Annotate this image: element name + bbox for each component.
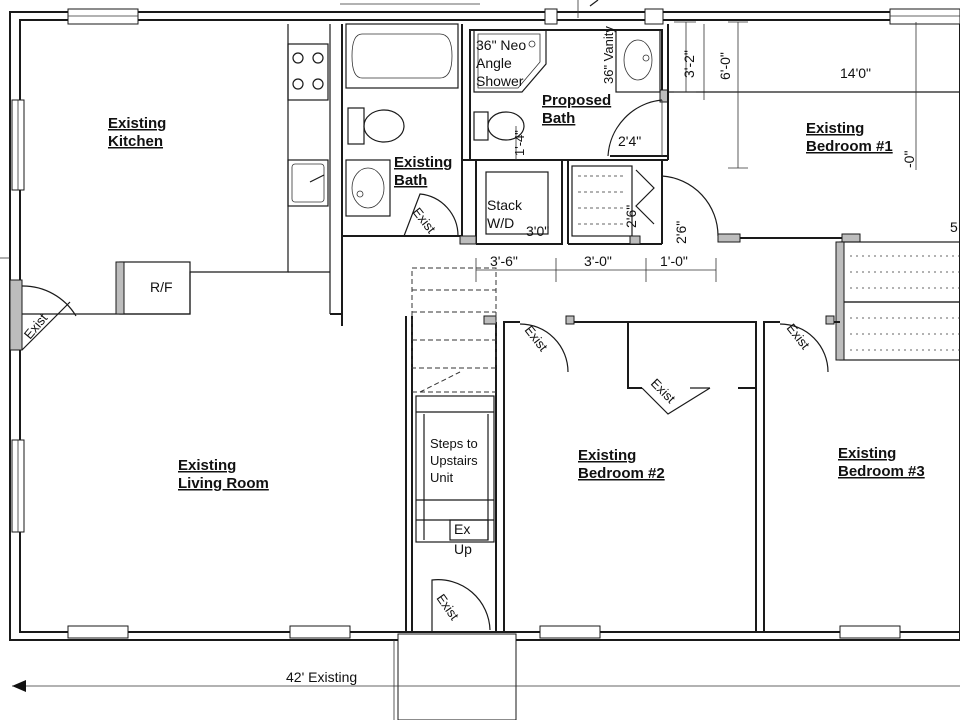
bottom-openings bbox=[67, 625, 901, 720]
existing-bath-label-line1: Existing bbox=[394, 154, 452, 171]
proposed-bath-label-line2: Bath bbox=[542, 110, 575, 127]
bedroom1-label-line1: Existing bbox=[806, 120, 864, 137]
bedroom3-label-line1: Existing bbox=[838, 445, 896, 462]
vanity-icon bbox=[615, 29, 661, 93]
dimension-lines bbox=[12, 21, 960, 720]
top-windows bbox=[67, 0, 960, 25]
kitchen-label-line1: Existing bbox=[108, 115, 166, 132]
kitchen-area bbox=[20, 24, 343, 326]
steps-label-line3: Unit bbox=[430, 470, 454, 485]
kitchen-sink-icon bbox=[287, 159, 329, 207]
dim-hall-b: 3'-0" bbox=[584, 253, 612, 269]
closet-rods bbox=[850, 255, 960, 351]
steps-label-line2: Upstairs bbox=[430, 453, 478, 468]
dim-right-tick: 5 bbox=[950, 219, 958, 235]
shower-label-line2: Angle bbox=[476, 55, 512, 71]
dim-bedroom1-width: 14'0" bbox=[840, 65, 871, 81]
dim-bath-door: 2'4" bbox=[618, 133, 641, 149]
vanity-label: 36" Vanity bbox=[601, 26, 616, 84]
kitchen-label-line2: Kitchen bbox=[108, 133, 163, 150]
existing-bath-label-line2: Bath bbox=[394, 172, 427, 189]
dim-closet-depth: 2'6" bbox=[623, 205, 639, 228]
living-room-label-line2: Living Room bbox=[178, 475, 269, 492]
shower-label-line1: 36" Neo bbox=[476, 37, 526, 53]
fridge-label: R/F bbox=[150, 279, 173, 295]
dim-bath-depth-b: 6'-0" bbox=[717, 52, 733, 80]
stair-marker-up: Up bbox=[454, 541, 472, 557]
dim-hall-c: 1'-0" bbox=[660, 253, 688, 269]
bedroom1-walls bbox=[667, 24, 960, 160]
bedroom3-label-line2: Bedroom #3 bbox=[838, 463, 925, 480]
dim-hall-a: 3'-6" bbox=[490, 253, 518, 269]
proposed-bath-label-line1: Proposed bbox=[542, 92, 611, 109]
shower-icon bbox=[473, 29, 547, 93]
stack-wd-label-line2: W/D bbox=[487, 215, 514, 231]
dim-bath-depth-a: 3'-2" bbox=[681, 50, 697, 78]
steps-label-line1: Steps to bbox=[430, 436, 478, 451]
closet-hangers bbox=[578, 175, 626, 225]
dim-door-width: 2'6" bbox=[673, 221, 689, 244]
living-room-label-line1: Existing bbox=[178, 457, 236, 474]
bedroom2-label-line1: Existing bbox=[578, 447, 636, 464]
stove-icon bbox=[287, 43, 329, 101]
exterior-walls bbox=[9, 11, 960, 641]
bedroom1-label-line2: Bedroom #1 bbox=[806, 138, 893, 155]
dim-right-edge: -0" bbox=[901, 151, 917, 168]
stair-marker-ex: Ex bbox=[454, 521, 470, 537]
right-closets bbox=[835, 241, 960, 361]
dim-shower-offset: 1'-4" bbox=[512, 130, 527, 156]
washer-dryer-icon bbox=[485, 171, 549, 235]
bath-sink-icon bbox=[345, 159, 391, 217]
stack-wd-label-line1: Stack bbox=[487, 197, 523, 213]
dim-wd-width: 3'0" bbox=[526, 223, 549, 239]
toilet-icon-proposed bbox=[473, 111, 525, 141]
living-entry-door bbox=[9, 279, 77, 351]
proposed-bath-area bbox=[461, 24, 669, 161]
shower-label-line3: Shower bbox=[476, 73, 524, 89]
closet-shelving bbox=[571, 165, 633, 237]
bathtub-icon bbox=[345, 23, 459, 89]
stairs bbox=[405, 267, 497, 632]
bedroom2-label-line2: Bedroom #2 bbox=[578, 465, 665, 482]
laundry-core bbox=[459, 160, 861, 245]
toilet-icon bbox=[347, 107, 405, 145]
dim-overall-width: 42' Existing bbox=[286, 669, 357, 685]
left-windows bbox=[0, 99, 25, 533]
